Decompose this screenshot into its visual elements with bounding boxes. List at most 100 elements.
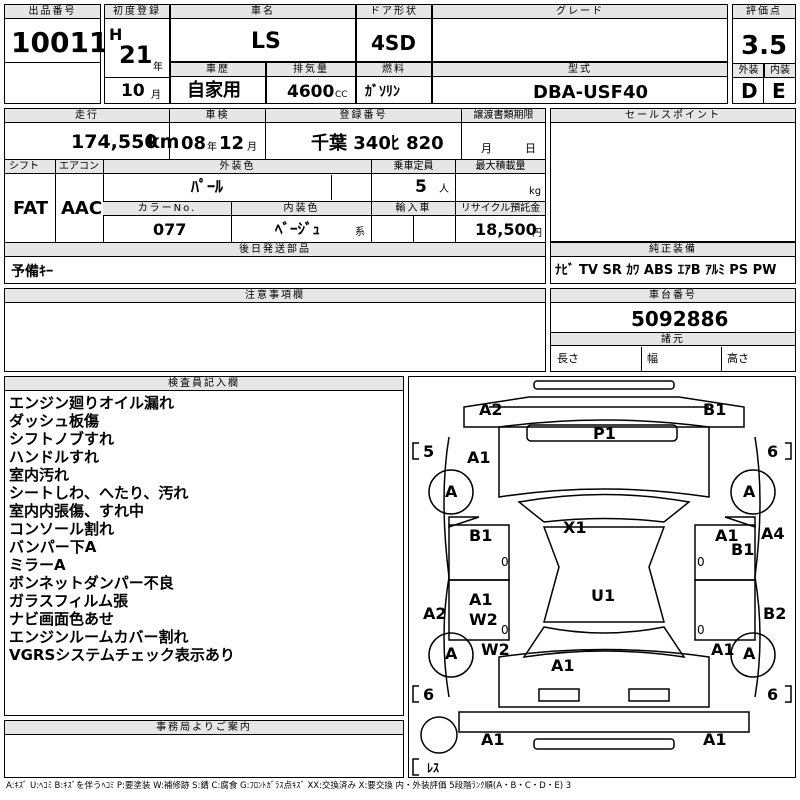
car-name-label: 車名 — [171, 5, 355, 19]
height-label: 高さ — [727, 352, 749, 365]
import-label: 輸入車 — [371, 202, 455, 216]
int-grade: E — [772, 79, 786, 103]
damage-mark: A1 — [711, 640, 735, 659]
sales-points-label: セールスポイント — [551, 109, 795, 123]
mileage-unit: km — [147, 131, 180, 153]
inspection-label: 車検 — [169, 109, 265, 123]
int-color-label: 内装色 — [231, 202, 371, 216]
door-type: 4SD — [371, 31, 416, 55]
lot-label: 出品番号 — [5, 5, 100, 19]
inspector-label: 検査員記入欄 — [5, 377, 403, 391]
reg-month: 10 — [121, 81, 145, 101]
inspector-note: 室内内張傷、すれ中 — [9, 502, 145, 520]
zero-mark: 0 — [501, 623, 509, 637]
ac-value: AAC — [61, 198, 103, 219]
reg-number: 千葉 340ﾋ 820 — [311, 133, 444, 154]
displacement-unit: CC — [335, 90, 348, 100]
ac-label: エアコン — [55, 160, 103, 174]
reg-no-label: 登録番号 — [265, 109, 461, 123]
displacement-value: 4600 — [287, 82, 335, 102]
insp-month: 12 — [219, 133, 245, 154]
chassis-number: 5092886 — [631, 307, 729, 331]
inspector-note: エンジン廻りオイル漏れ — [9, 394, 175, 412]
damage-mark: P1 — [593, 424, 616, 443]
fuel-cell: 燃料 ｶﾞｿﾘﾝ — [356, 62, 432, 104]
inspector-note: エンジンルームカバー割れ — [9, 628, 189, 646]
legend: A:ｷｽﾞ U:ﾍｺﾐ B:ｷｽﾞを伴うﾍｺﾐ P:要塗装 W:補修跡 S:錆 … — [6, 781, 572, 791]
ext-color-label: 外装色 — [103, 160, 371, 174]
inspector-note: 室内汚れ — [9, 466, 70, 484]
car-outline — [412, 380, 792, 776]
inspector-note: バンパー下A — [9, 538, 97, 556]
damage-mark: X1 — [563, 518, 587, 537]
later-parts-value: 予備ｷｰ — [11, 264, 53, 280]
mileage-label: 走行 — [5, 109, 169, 123]
recycle-value: 18,500 — [475, 220, 537, 239]
era: H — [109, 25, 123, 44]
displacement-label: 排気量 — [267, 63, 355, 77]
inspector-note: シートしわ、へたり、汚れ — [9, 484, 189, 502]
int-color-value: ﾍﾞｰｼﾞｭ — [275, 220, 321, 238]
first-reg-label: 初度登録 — [105, 5, 169, 19]
load-unit: kg — [529, 186, 542, 197]
tire-tread-label: 6 — [767, 685, 779, 704]
chassis-label: 車台番号 — [551, 289, 795, 303]
displacement-cell: 排気量 4600 CC — [266, 62, 356, 104]
score-cell: 評価点 3.5 外装 内装 D E — [732, 4, 796, 104]
caution-box: 注意事項欄 — [4, 288, 546, 372]
model-cell: 型式 DBA-USF40 — [432, 62, 728, 104]
damage-mark: A1 — [467, 448, 491, 467]
history-cell: 車歴 自家用 — [170, 62, 266, 104]
chassis-box: 車台番号 5092886 諸元 長さ 幅 高さ — [550, 288, 796, 372]
inspector-note: ボンネットダンパー不良 — [9, 574, 174, 592]
damage-mark: U1 — [591, 586, 616, 605]
inspector-notes: エンジン廻りオイル漏れダッシュ板傷シフトノブすれハンドルすれ室内汚れシートしわ、… — [9, 394, 399, 664]
inspector-note: シフトノブすれ — [9, 430, 115, 448]
transfer-month: 月 — [481, 142, 492, 155]
inspector-note: VGRSシステムチェック表示あり — [9, 646, 235, 664]
fuel-value: ｶﾞｿﾘﾝ — [365, 84, 400, 100]
header-block: 出品番号 10011 初度登録 H 21 年 10 月 車名 LS ドア形状 4… — [4, 4, 796, 104]
length-label: 長さ — [557, 352, 579, 365]
grade-cell: グレード — [432, 4, 728, 62]
damage-mark: B1 — [469, 526, 493, 545]
damage-mark: W2 — [481, 640, 510, 659]
office-label: 事務局よりご案内 — [5, 721, 403, 735]
transfer-day: 日 — [525, 142, 536, 155]
zero-mark: 0 — [697, 623, 705, 637]
tire-tread-label: 5 — [423, 442, 435, 461]
mid-block: 走行 車検 登録番号 譲渡書類期限 174,550 km 08 年 12 月 千… — [4, 108, 546, 284]
model-label: 型式 — [433, 63, 727, 77]
damage-mark: A4 — [761, 524, 785, 543]
insp-month-unit: 月 — [247, 142, 257, 153]
score-label: 評価点 — [733, 5, 795, 19]
lot-cell: 出品番号 10011 — [4, 4, 108, 104]
tire-tread-label: 6 — [423, 685, 435, 704]
dims-label: 諸元 — [551, 332, 795, 346]
tire-tread-label: 6 — [767, 442, 779, 461]
office-box: 事務局よりご案内 — [4, 720, 404, 778]
capacity-value: 5 — [415, 177, 427, 197]
damage-mark: A1 — [481, 730, 505, 749]
recycle-unit: 円 — [532, 228, 542, 239]
zero-mark: 0 — [501, 555, 509, 569]
first-reg-cell: 初度登録 H 21 年 10 月 — [104, 4, 170, 104]
caution-label: 注意事項欄 — [5, 289, 545, 303]
damage-mark: A2 — [423, 604, 447, 623]
door-cell: ドア形状 4SD — [356, 4, 432, 62]
sales-points-box: セールスポイント — [550, 108, 796, 242]
zero-mark: 0 — [697, 555, 705, 569]
equipment-items: ﾅﾋﾞ TV SR ｶﾜ ABS ｴｱB ｱﾙﾐ PS PW — [555, 263, 777, 278]
mileage-value: 174,550 — [71, 131, 158, 153]
insp-year-unit: 年 — [207, 142, 217, 153]
inspector-note: コンソール割れ — [9, 520, 115, 538]
car-name: LS — [251, 29, 281, 54]
inspector-note: ハンドルすれ — [9, 448, 100, 466]
model-value: DBA-USF40 — [533, 82, 648, 103]
history-value: 自家用 — [187, 80, 241, 101]
width-label: 幅 — [647, 352, 658, 365]
damage-mark: A — [445, 644, 458, 663]
ext-label: 外装 — [733, 64, 764, 78]
capacity-unit: 人 — [439, 184, 449, 195]
